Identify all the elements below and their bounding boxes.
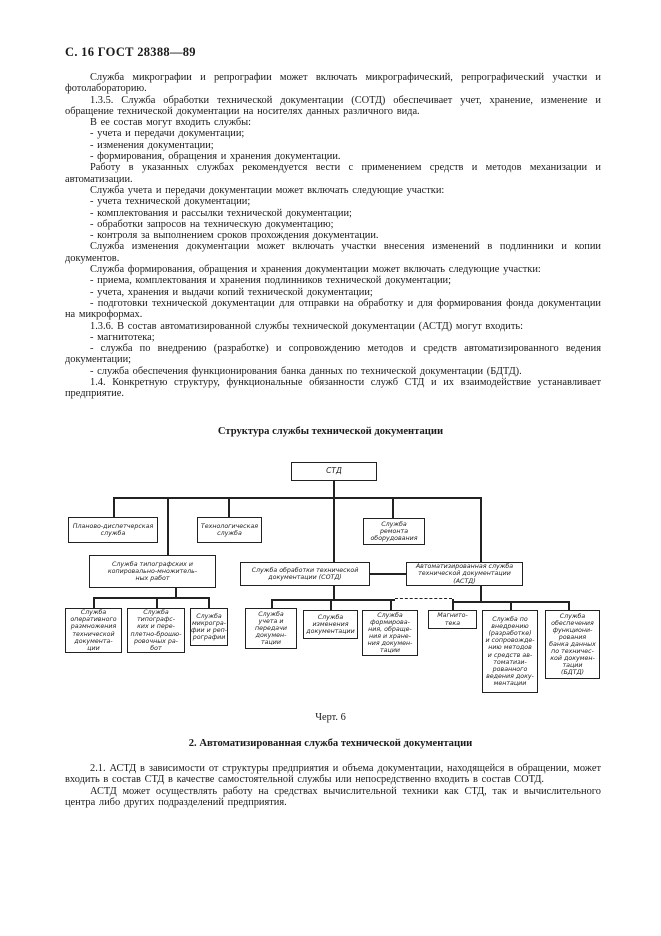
connector-line (333, 481, 335, 497)
list-item: - учета, хранения и выдачи копий техниче… (90, 286, 373, 298)
connector-line (271, 599, 395, 601)
node-magnitoteka: Магнито- тека (428, 610, 477, 629)
list-item: - изменения документации; (90, 139, 214, 151)
connector-line (156, 597, 158, 608)
body-paragraph: 2.1. АСТД в зависимости от структуры пре… (65, 763, 601, 786)
body-paragraph: Служба микрографии и репрографии может в… (65, 72, 601, 95)
list-item: - магнитотека; (90, 331, 155, 343)
body-paragraph: Служба учета и передачи документации мож… (90, 184, 445, 196)
connector-line (333, 497, 335, 562)
node-planning-service: Планово-диспетчерская служба (68, 517, 158, 543)
connector-line (392, 497, 394, 518)
body-paragraph: В ее состав могут входить службы: (90, 117, 252, 129)
node-change-service: Служба изменения документации (303, 610, 358, 639)
page-header: С. 16 ГОСТ 28388—89 (65, 45, 196, 59)
node-sotd: Служба обработки технической документаци… (240, 562, 370, 586)
list-item: - приема, комплектования и хранения подл… (90, 275, 452, 287)
connector-line (510, 601, 512, 610)
list-item: - учета технической документации; (90, 196, 251, 208)
connector-line (330, 599, 332, 610)
node-micrography: Служба микрогра- фии и реп- рографии (190, 608, 228, 646)
connector-line (113, 497, 115, 517)
connector-line (113, 497, 482, 499)
connector-line (93, 597, 209, 599)
connector-line (93, 597, 95, 608)
section-heading: 2. Автоматизированная служба технической… (188, 738, 473, 749)
connector-line (271, 599, 273, 608)
body-paragraph: 1.3.5. Служба обработки технической доку… (65, 94, 601, 117)
node-typography-works: Служба типографс- ких и пере- плетно-бро… (127, 608, 185, 653)
node-repair-service: Служба ремонта оборудования (363, 518, 425, 545)
node-printing-service: Служба типографских и копировально-множи… (89, 555, 216, 588)
body-paragraph: Работу в указанных службах рекомендуется… (65, 162, 601, 185)
connector-line (452, 599, 454, 610)
connector-line (333, 586, 335, 599)
connector-line (568, 601, 570, 610)
list-item: - комплектования и рассылки технической … (90, 207, 352, 219)
list-item: - служба по внедрению (разработке) и соп… (65, 343, 601, 366)
node-implementation-service: Служба по внедрению (разработке) и сопро… (482, 610, 538, 693)
connector-line (228, 497, 230, 517)
node-astd: Автоматизированная служба технической до… (406, 562, 523, 586)
node-technology-service: Технологическая служба (197, 517, 262, 543)
org-chart: СТД Планово-диспетчерская служба Техноло… (0, 455, 661, 705)
body-paragraph: 1.3.6. В состав автоматизированной служб… (90, 320, 524, 332)
section-text: 2.1. АСТД в зависимости от структуры пре… (65, 763, 601, 808)
connector-line (208, 597, 210, 608)
connector-line (167, 497, 169, 555)
node-operative-duplication: Служба оперативного размножения техничес… (65, 608, 122, 653)
connector-line (480, 497, 482, 562)
connector-line (480, 586, 482, 601)
body-paragraph: 1.4. Конкретную структуру, функциональны… (65, 377, 601, 400)
connector-line (390, 599, 392, 610)
node-accounting-transfer: Служба учета и передачи докумен- тации (245, 608, 297, 649)
node-forming-storage: Служба формирова- ния, обраще- ния и хра… (362, 610, 418, 656)
list-item: - обработки запросов на техническую доку… (90, 218, 334, 230)
connector-line (370, 573, 406, 575)
list-item: - служба обеспечения функционирования ба… (90, 365, 522, 377)
figure-caption: Черт. 6 (315, 712, 346, 723)
list-item: - контроля за выполнением сроков прохожд… (90, 230, 379, 242)
dashed-connector-line (395, 598, 452, 599)
body-paragraph: Служба формирования, обращения и хранени… (90, 264, 541, 276)
node-std: СТД (291, 462, 377, 481)
body-text: Служба микрографии и репрографии может в… (65, 72, 601, 400)
list-item: - подготовки технической документации дл… (65, 297, 601, 321)
list-item: - формирования, обращения и хранения док… (90, 151, 341, 163)
list-item: - учета и передачи документации; (90, 128, 245, 140)
body-paragraph: Служба изменения документации может вклю… (65, 241, 601, 264)
node-bdtd-service: Служба обеспечения функциони- рования ба… (545, 610, 600, 679)
connector-line (175, 588, 177, 597)
body-paragraph: АСТД может осуществлять работу на средст… (65, 785, 601, 808)
figure-title: Структура службы технической документаци… (217, 426, 444, 437)
